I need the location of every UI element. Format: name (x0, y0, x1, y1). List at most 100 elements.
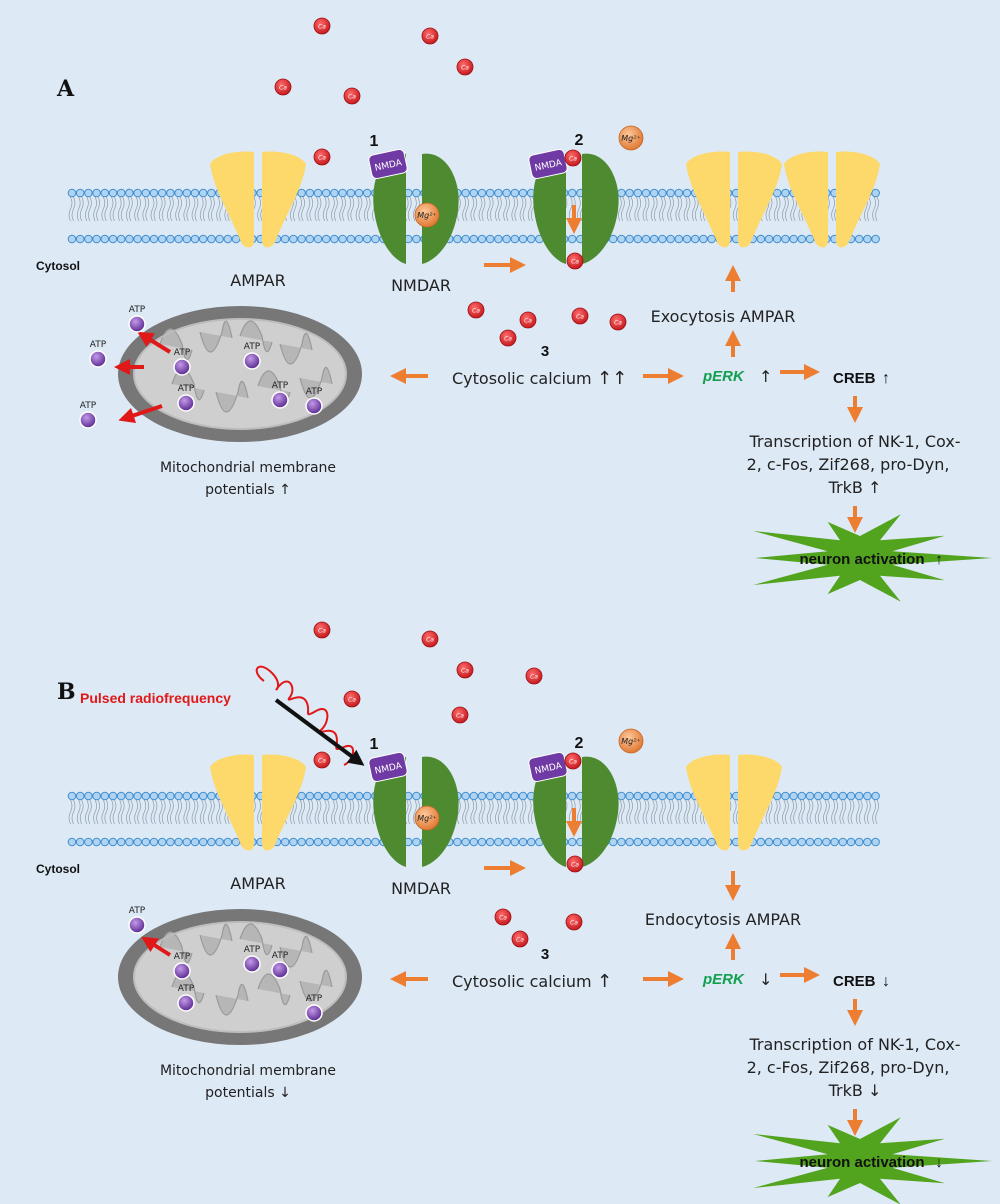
lipid-head (863, 234, 872, 244)
ca-ion-body (571, 307, 589, 325)
lipid-head (362, 188, 372, 198)
lipid-head (166, 791, 175, 801)
lipid-head (608, 234, 618, 244)
lipid-tail (298, 799, 305, 825)
lipid-head (108, 791, 118, 801)
lipid-head (354, 791, 364, 801)
lipid-tail (691, 799, 699, 825)
nmdar-subunit (373, 756, 406, 867)
lipid-head (207, 188, 216, 198)
lipid-head (690, 837, 700, 847)
lipid-head (469, 837, 479, 847)
lipid-tail (503, 196, 510, 222)
lipid-tail (150, 196, 158, 222)
lipid-head (658, 791, 667, 801)
ca-ion-label: Ca (461, 65, 469, 72)
lipid-tail (183, 196, 191, 222)
transcription-label: 2, c-Fos, Zif268, pro-Dyn, (747, 455, 950, 474)
lipid-tail (199, 799, 207, 825)
lipid-head (412, 234, 421, 244)
lipid-head (346, 837, 356, 847)
lipid-tail (864, 799, 871, 825)
ca-ion-label: Ca (348, 94, 356, 101)
atp-icon: ATP (177, 384, 195, 412)
lipid-head (666, 234, 675, 244)
lipid-head (707, 234, 716, 244)
lipid-head (608, 837, 618, 847)
lipid-head (133, 791, 142, 801)
lipid-head (362, 791, 372, 801)
lipid-head (461, 837, 470, 847)
lipid-head (658, 837, 667, 847)
lipid-head (354, 837, 364, 847)
lipid-tail (117, 799, 125, 825)
lipid-head (125, 234, 134, 244)
lipid-head (649, 188, 659, 198)
ca-ion-label: Ca (318, 758, 326, 765)
mg-ion-label: Mg²⁺ (417, 211, 436, 220)
lipid-tail (462, 196, 469, 222)
lipid-head (690, 234, 700, 244)
mito-crista (279, 332, 313, 365)
step-3-label: 3 (541, 946, 549, 963)
atp-sphere (177, 994, 195, 1012)
lipid-tail (773, 196, 781, 222)
atp-sphere (173, 358, 191, 376)
ca-ion-body (494, 908, 512, 926)
lipid-tail (642, 196, 650, 222)
lipid-head (518, 791, 528, 801)
lipid-head (100, 188, 110, 198)
lipid-tail (109, 799, 117, 825)
lipid-head (100, 234, 110, 244)
mito-crista (215, 380, 249, 413)
lipid-head (84, 837, 93, 847)
lipid-head (461, 234, 470, 244)
ca-ion-label: Ca (569, 759, 577, 766)
neuron-activation-label: neuron activation (799, 1154, 924, 1171)
lipid-head (125, 791, 134, 801)
atp-icon: ATP (305, 387, 323, 415)
lipid-head (354, 188, 364, 198)
lipid-head (625, 234, 634, 244)
lipid-head (641, 837, 651, 847)
lipid-head (477, 837, 487, 847)
ca-ion-icon: Ca (456, 661, 474, 679)
rf-wave-icon (255, 665, 354, 766)
lipid-tail (126, 196, 133, 222)
atp-label: ATP (178, 384, 195, 394)
lipid-tail (667, 196, 674, 222)
lipid-tail (675, 799, 683, 825)
lipid-tail (314, 196, 322, 222)
lipid-head (805, 791, 815, 801)
ca-ion-icon: Ca (519, 311, 537, 329)
lipid-head (682, 188, 692, 198)
lipid-tail (659, 196, 666, 222)
ca-ion-body (609, 313, 627, 331)
lipid-tail (470, 799, 478, 825)
lipid-tail (642, 799, 650, 825)
lipid-tail (167, 196, 174, 222)
lipid-head (666, 791, 675, 801)
ca-ion-icon: Ca (566, 855, 584, 873)
ampar-channel (210, 151, 306, 248)
lipid-tail (117, 196, 125, 222)
mg-ion-body (414, 805, 440, 831)
ampar-channel (210, 754, 306, 851)
atp-label: ATP (129, 906, 146, 916)
ca-ion-icon: Ca (564, 752, 582, 770)
lipid-tail (109, 196, 117, 222)
lipid-tail (363, 196, 371, 222)
lipid-head (92, 837, 101, 847)
ampar-channel (784, 151, 880, 248)
lipid-tail (347, 196, 355, 222)
atp-label: ATP (90, 340, 107, 350)
rf-pointer-arrow-icon (274, 698, 365, 766)
lipid-head (485, 791, 495, 801)
lipid-tail (872, 196, 879, 222)
lipid-head (772, 188, 782, 198)
atp-sphere (271, 391, 289, 409)
lipid-head (92, 234, 101, 244)
nmdar-subunit (373, 153, 406, 264)
